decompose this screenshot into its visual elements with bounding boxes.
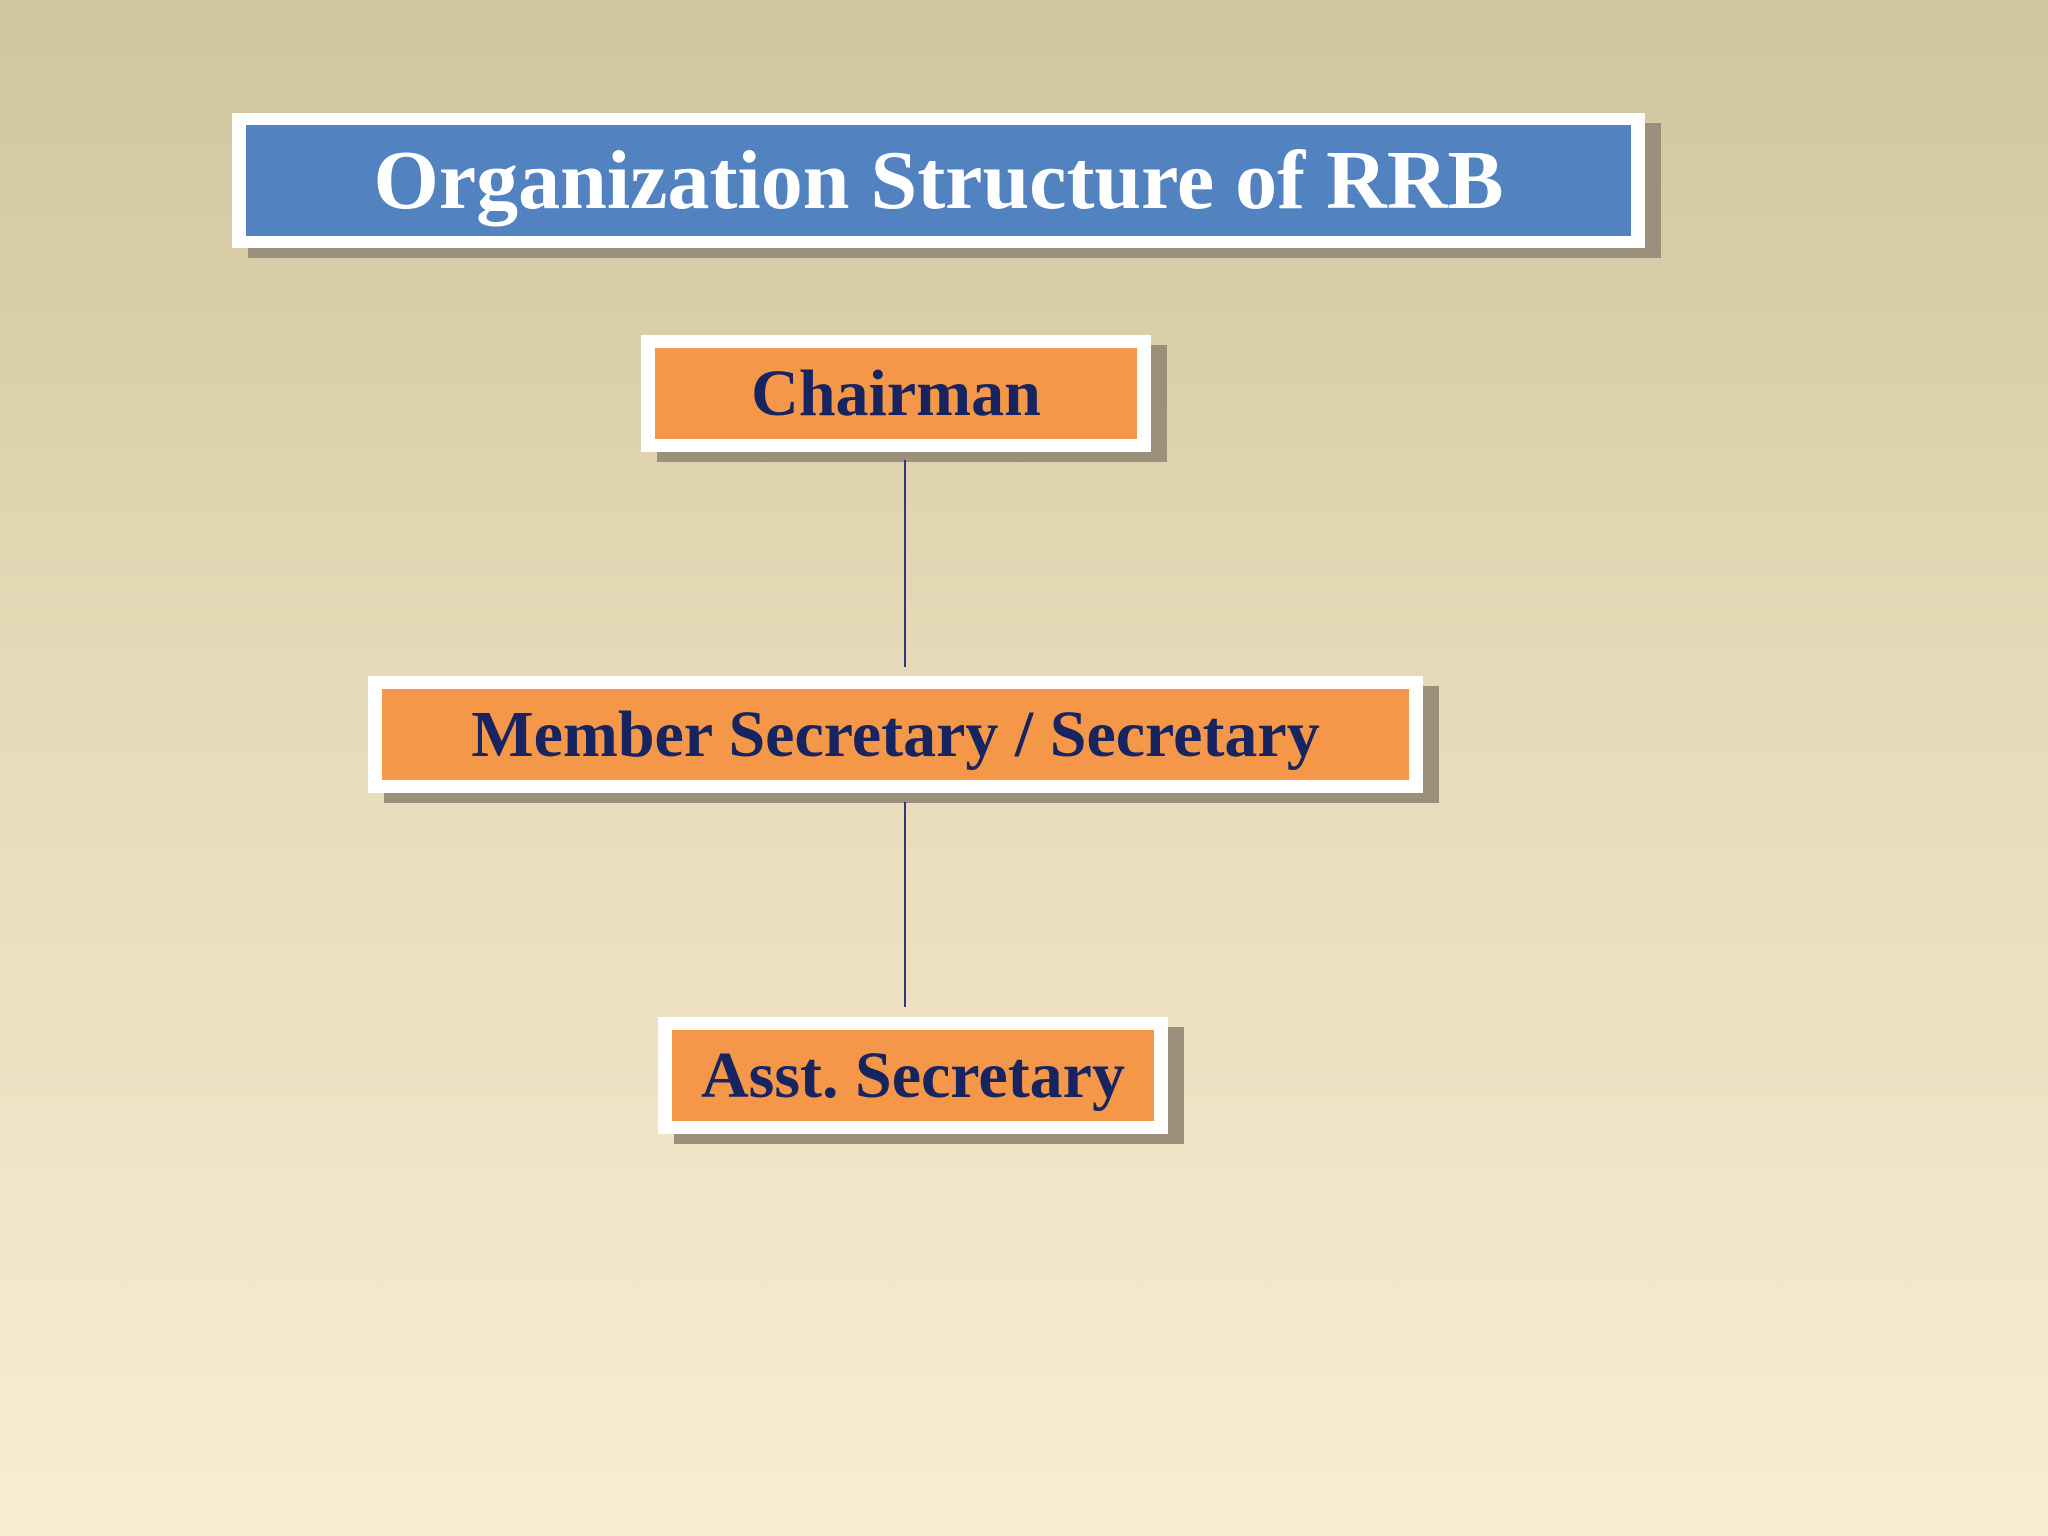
connector-member-secretary-to-asst-secretary [904, 802, 906, 1007]
org-node-chairman-panel: Chairman [655, 348, 1137, 439]
slide-title-box: Organization Structure of RRB [232, 113, 1645, 248]
connector-chairman-to-member-secretary [904, 460, 906, 667]
org-node-chairman-label: Chairman [751, 356, 1041, 430]
slide-title-panel: Organization Structure of RRB [246, 125, 1631, 236]
org-node-member-secretary: Member Secretary / Secretary [368, 676, 1423, 793]
org-node-member-secretary-panel: Member Secretary / Secretary [382, 689, 1409, 780]
org-node-member-secretary-label: Member Secretary / Secretary [471, 697, 1320, 771]
org-node-asst-secretary: Asst. Secretary [658, 1017, 1168, 1134]
org-node-asst-secretary-panel: Asst. Secretary [672, 1030, 1154, 1121]
slide-title: Organization Structure of RRB [373, 133, 1504, 227]
org-node-chairman: Chairman [641, 335, 1151, 452]
org-node-asst-secretary-label: Asst. Secretary [701, 1038, 1125, 1112]
